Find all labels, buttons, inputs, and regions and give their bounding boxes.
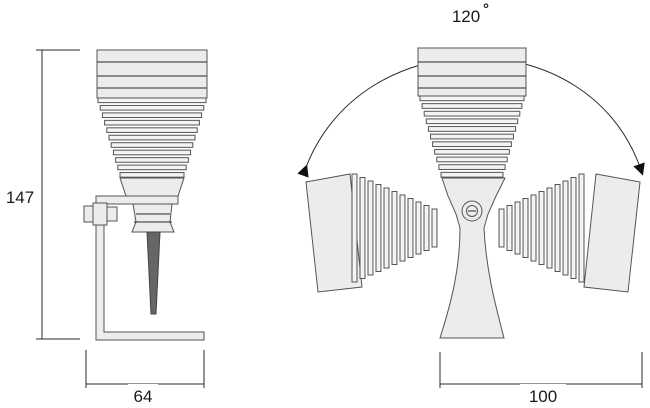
cooling-fin bbox=[108, 134, 196, 141]
cooling-fin bbox=[415, 201, 422, 255]
cooling-fin bbox=[110, 142, 194, 148]
span-width-label: 100 bbox=[529, 387, 557, 406]
cooling-fin bbox=[391, 191, 398, 265]
rotation-angle-label: 120 bbox=[452, 7, 480, 26]
mounting-bracket-side bbox=[83, 195, 205, 341]
cooling-fin bbox=[117, 164, 187, 171]
lamp-vertical bbox=[417, 47, 527, 178]
lamp-tilted-right bbox=[498, 173, 641, 293]
cooling-fin bbox=[431, 208, 438, 248]
cooling-fin bbox=[514, 201, 521, 255]
cooling-fin bbox=[498, 208, 505, 248]
cooling-fin bbox=[436, 156, 508, 163]
cooling-fin bbox=[407, 198, 414, 258]
cooling-fin bbox=[101, 112, 203, 119]
cooling-fin bbox=[562, 180, 569, 276]
cooling-fin bbox=[578, 173, 585, 283]
cooling-fin bbox=[115, 157, 189, 163]
cooling-fin bbox=[399, 194, 406, 262]
cooling-fin bbox=[104, 119, 200, 126]
cooling-fin bbox=[106, 127, 198, 133]
cooling-fin bbox=[546, 187, 553, 269]
cooling-fin bbox=[112, 149, 192, 156]
lamp-tilted-left bbox=[305, 173, 438, 293]
cooling-fin bbox=[359, 177, 366, 279]
cooling-fin bbox=[419, 95, 525, 102]
cooling-fin bbox=[438, 164, 506, 170]
height-label: 147 bbox=[6, 188, 34, 207]
cooling-fin bbox=[434, 148, 510, 155]
cooling-fin bbox=[570, 177, 577, 279]
cooling-fin bbox=[351, 173, 358, 283]
degree-symbol: ° bbox=[483, 1, 489, 18]
cooling-fin bbox=[538, 191, 545, 265]
cooling-fin bbox=[119, 172, 185, 178]
front-view: 120 ° bbox=[297, 1, 645, 406]
cooling-fin bbox=[506, 205, 513, 251]
side-view: 147 bbox=[0, 49, 208, 406]
cooling-fin bbox=[554, 184, 561, 272]
base-width-dimension: 64 bbox=[85, 350, 205, 406]
lamp-body-side bbox=[96, 49, 208, 197]
base-width-label: 64 bbox=[134, 387, 153, 406]
cooling-fin bbox=[425, 118, 519, 125]
height-dimension: 147 bbox=[0, 49, 80, 340]
cooling-fin bbox=[367, 180, 374, 276]
cooling-fin bbox=[375, 184, 382, 272]
cooling-fin bbox=[427, 126, 517, 132]
cable-gland bbox=[131, 203, 175, 315]
cooling-fin bbox=[430, 133, 514, 140]
cooling-fin bbox=[530, 194, 537, 262]
pivot-stand bbox=[439, 177, 506, 339]
span-width-dimension: 100 bbox=[439, 352, 643, 406]
cooling-fin bbox=[522, 198, 529, 258]
cooling-fin bbox=[97, 97, 207, 104]
cooling-fin bbox=[432, 141, 512, 148]
cooling-fin bbox=[421, 103, 523, 109]
cooling-fin bbox=[440, 171, 504, 178]
cooling-fin bbox=[383, 187, 390, 269]
cooling-fin bbox=[99, 104, 205, 111]
cooling-fin bbox=[423, 205, 430, 251]
cooling-fin bbox=[423, 110, 521, 117]
